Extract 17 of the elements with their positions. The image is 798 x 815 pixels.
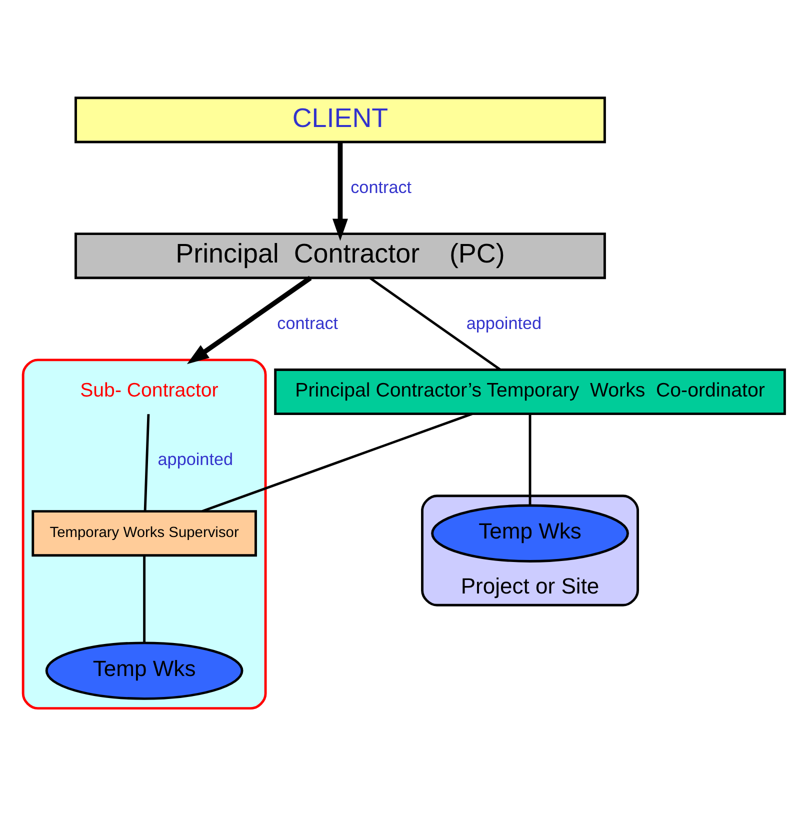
- connector: [202, 412, 473, 512]
- edge-label: contract: [350, 176, 412, 197]
- node-ellipse: Temp Wks: [45, 641, 244, 700]
- edge-label: appointed: [466, 312, 542, 332]
- arrow: [186, 275, 312, 364]
- node-box: Temporary Works Supervisor: [32, 510, 257, 556]
- edge-label: appointed: [158, 448, 234, 468]
- edge-label: contract: [277, 312, 338, 332]
- node-box: Principal Contractor’s Temporary Works Co-ordinator: [274, 368, 786, 415]
- connector: [528, 414, 532, 506]
- arrow: [332, 142, 348, 240]
- connector: [369, 276, 501, 370]
- node-box: Principal Contractor (PC): [74, 232, 606, 279]
- connector: [143, 555, 146, 643]
- connector: [144, 414, 150, 511]
- node-ellipse: Temp Wks: [431, 504, 629, 562]
- node-box: CLIENT: [74, 96, 606, 143]
